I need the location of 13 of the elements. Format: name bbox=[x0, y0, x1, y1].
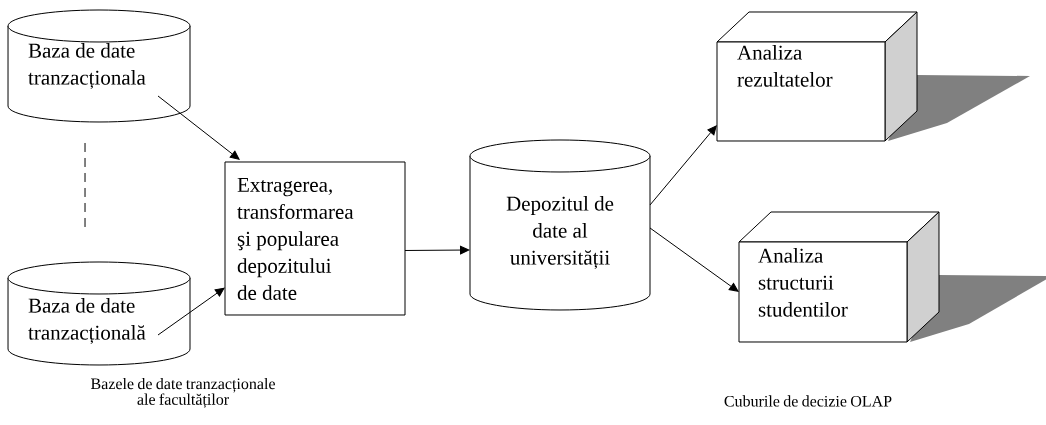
arrow bbox=[404, 245, 470, 255]
arrow bbox=[649, 125, 717, 206]
process-box: Extragerea, transformarea şi popularea depozitului de date bbox=[224, 161, 406, 316]
cube-box: Analiza rezultatelor bbox=[716, 11, 1030, 142]
arrow bbox=[157, 287, 225, 336]
database-cylinder: Depozitul de date al universității bbox=[469, 139, 651, 311]
caption-text: Bazele de date tranzacționale ale facultăților bbox=[90, 377, 275, 409]
cube-box: Analiza structurii studentilor bbox=[738, 211, 1046, 343]
database-cylinder: Baza de date tranzacționala bbox=[7, 9, 191, 123]
arrow bbox=[649, 227, 739, 292]
arrow bbox=[157, 95, 240, 160]
caption-text: Cuburile de decizie OLAP bbox=[724, 395, 892, 407]
database-cylinder: Baza de date tranzacțională bbox=[7, 261, 191, 366]
